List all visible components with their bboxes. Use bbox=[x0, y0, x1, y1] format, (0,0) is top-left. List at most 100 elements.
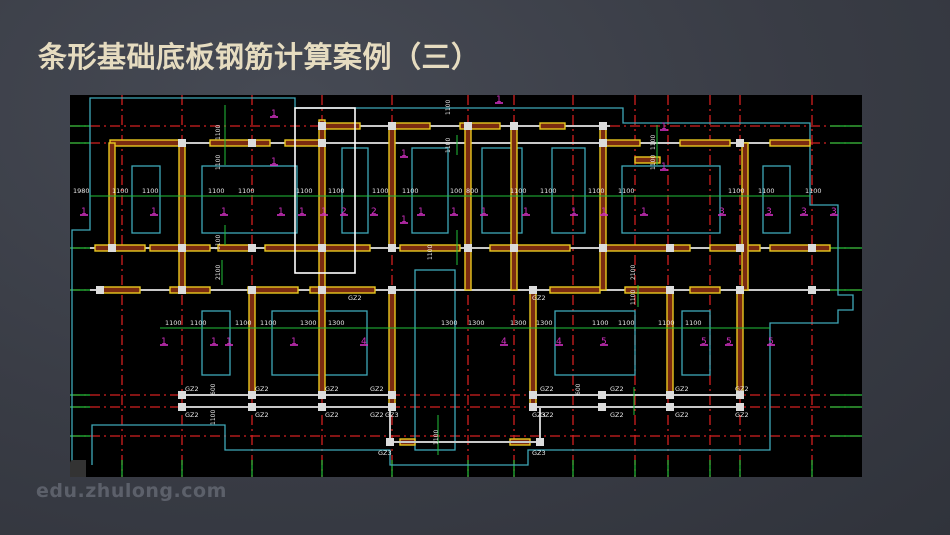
constructional-column bbox=[464, 244, 472, 252]
constructional-column bbox=[599, 139, 607, 147]
strip-beam bbox=[489, 244, 571, 252]
dimension-label: 1100 bbox=[238, 187, 255, 195]
strip-beam bbox=[309, 286, 376, 294]
dimension-label: 1100 bbox=[142, 187, 159, 195]
column-label: GZ2 bbox=[610, 411, 624, 419]
constructional-column bbox=[529, 391, 537, 399]
column-label: GZ3 bbox=[532, 411, 546, 419]
dimension-label-vertical: 600 bbox=[575, 383, 582, 395]
section-mark-label: 3 bbox=[801, 207, 807, 217]
strip-beam bbox=[604, 139, 641, 147]
section-mark-label: 1 bbox=[401, 215, 407, 225]
constructional-column bbox=[388, 244, 396, 252]
section-mark-label: 5 bbox=[701, 337, 707, 347]
dimension-label: 1300 bbox=[536, 319, 553, 327]
dimension-label: 1100 bbox=[588, 187, 605, 195]
constructional-column bbox=[248, 139, 256, 147]
column-label: GZ2 bbox=[255, 411, 269, 419]
strip-beam bbox=[318, 289, 326, 396]
dimension-label: 1100 bbox=[372, 187, 389, 195]
section-mark-label: 4 bbox=[361, 337, 367, 347]
constructional-column bbox=[386, 438, 394, 446]
column-label: GZ2 bbox=[370, 385, 384, 393]
strip-beam bbox=[634, 156, 661, 164]
constructional-column bbox=[318, 244, 326, 252]
section-mark-label: 1 bbox=[601, 207, 607, 217]
constructional-column bbox=[598, 403, 606, 411]
section-mark-label: 1 bbox=[299, 207, 305, 217]
strip-beam bbox=[769, 244, 831, 252]
constructional-column bbox=[536, 438, 544, 446]
dimension-label: 1300 bbox=[510, 319, 527, 327]
foundation-pocket bbox=[621, 165, 721, 234]
section-mark-label: 3 bbox=[766, 207, 772, 217]
dimension-label-vertical: 1100 bbox=[445, 100, 452, 115]
dimension-label: 1100 bbox=[618, 187, 635, 195]
constructional-column bbox=[529, 403, 537, 411]
constructional-column bbox=[666, 286, 674, 294]
column-label: GZ2 bbox=[540, 411, 554, 419]
column-label: GZ2 bbox=[325, 411, 339, 419]
column-label: GZ2 bbox=[675, 385, 689, 393]
section-mark-label: 1 bbox=[661, 162, 667, 172]
dimension-label-left-edge: 1980 bbox=[73, 187, 90, 195]
dimension-label-vertical: 2100 bbox=[630, 265, 637, 280]
constructional-column bbox=[108, 244, 116, 252]
dimension-label: 1300 bbox=[328, 319, 345, 327]
dimension-label-vertical: 1100 bbox=[650, 155, 657, 170]
section-mark-label: 1 bbox=[161, 337, 167, 347]
strip-beam bbox=[169, 286, 211, 294]
dimension-label: 1100 bbox=[618, 319, 635, 327]
column-label: GZ2 bbox=[532, 294, 546, 302]
dimension-label: 1100 bbox=[208, 187, 225, 195]
watermark: edu.zhulong.com bbox=[36, 480, 227, 502]
foundation-pocket bbox=[201, 310, 231, 376]
dimension-label-vertical: 600 bbox=[210, 383, 217, 395]
strip-beam bbox=[284, 139, 321, 147]
constructional-column bbox=[736, 244, 744, 252]
strip-beam bbox=[741, 142, 749, 291]
section-mark-label: 1 bbox=[81, 207, 87, 217]
dimension-label: 1300 bbox=[468, 319, 485, 327]
constructional-column bbox=[178, 286, 186, 294]
dimension-label: 1100 bbox=[112, 187, 129, 195]
section-mark-label: 2 bbox=[341, 207, 347, 217]
dimension-label-vertical: 1100 bbox=[215, 125, 222, 140]
constructional-column bbox=[529, 286, 537, 294]
section-mark-label: 1 bbox=[271, 157, 277, 167]
foundation-pocket bbox=[201, 165, 298, 234]
dimension-label: 1100 bbox=[758, 187, 775, 195]
dimension-label: 1100 bbox=[165, 319, 182, 327]
foundation-pocket bbox=[681, 310, 711, 376]
section-mark-label: 1 bbox=[451, 207, 457, 217]
constructional-column bbox=[318, 403, 326, 411]
column-label: GZ2 bbox=[540, 385, 554, 393]
strip-beam bbox=[209, 139, 271, 147]
dimension-label: 1100 bbox=[328, 187, 345, 195]
column-label: GZ2 bbox=[370, 411, 384, 419]
section-mark-label: 1 bbox=[496, 95, 502, 105]
constructional-column bbox=[736, 391, 744, 399]
section-mark-label: 1 bbox=[278, 207, 284, 217]
section-mark-label: 3 bbox=[719, 207, 725, 217]
constructional-column bbox=[248, 403, 256, 411]
section-mark-label: 5 bbox=[601, 337, 607, 347]
constructional-column bbox=[808, 244, 816, 252]
constructional-column bbox=[736, 403, 744, 411]
strip-beam bbox=[709, 244, 761, 252]
section-mark-label: 1 bbox=[661, 122, 667, 132]
section-mark-label: 1 bbox=[401, 149, 407, 159]
strip-beam bbox=[464, 125, 472, 291]
section-mark-label: 4 bbox=[501, 337, 507, 347]
constructional-column bbox=[736, 139, 744, 147]
constructional-column bbox=[666, 403, 674, 411]
column-label: GZ2 bbox=[325, 385, 339, 393]
constructional-column bbox=[178, 403, 186, 411]
section-mark-label: 1 bbox=[641, 207, 647, 217]
dimension-label: 1100 bbox=[190, 319, 207, 327]
column-label: GZ2 bbox=[735, 411, 749, 419]
section-mark-label: 1 bbox=[523, 207, 529, 217]
section-mark-label: 1 bbox=[211, 337, 217, 347]
